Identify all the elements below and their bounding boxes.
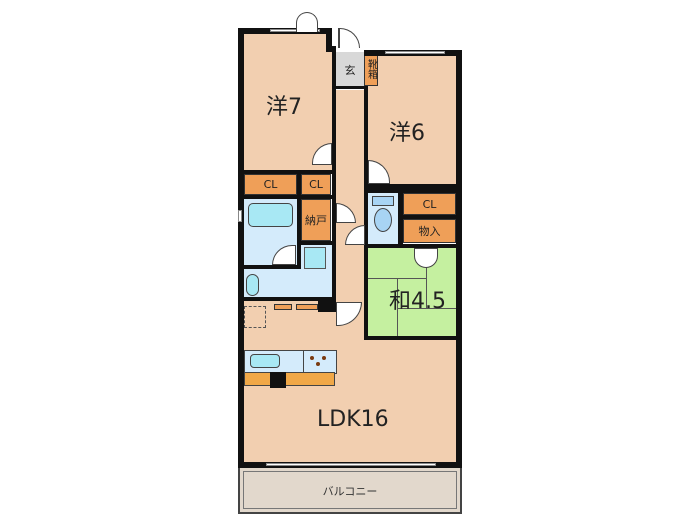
toilet-tank-icon — [372, 196, 394, 206]
wall — [318, 298, 336, 312]
closet-2-label: CL — [309, 178, 323, 191]
kitchen-cabinet — [244, 372, 335, 386]
wall — [364, 86, 368, 340]
wall — [368, 188, 462, 193]
sliding-door-icon — [414, 248, 438, 268]
wall — [238, 28, 244, 468]
western-room-6-label: 洋6 — [389, 121, 425, 146]
wall — [368, 244, 462, 248]
burner-icon — [316, 362, 320, 366]
wall — [326, 28, 332, 50]
wall — [403, 215, 456, 219]
closet-1[interactable]: CL — [244, 174, 297, 195]
kitchen-pillar — [270, 372, 286, 388]
sink-icon — [250, 354, 280, 368]
storeroom-label: 納戸 — [305, 214, 327, 227]
stove — [303, 350, 337, 374]
wall — [332, 46, 336, 306]
entrance-label: 玄 — [344, 64, 356, 77]
tatami-line — [397, 308, 456, 309]
wall — [244, 195, 332, 199]
storeroom[interactable]: 納戸 — [301, 199, 331, 241]
entrance: 玄 — [336, 52, 364, 88]
tatami-line — [397, 278, 398, 336]
western-room-7-label: 洋7 — [266, 95, 302, 120]
hallway-floor — [336, 90, 364, 310]
japanese-room-label: 和4.5 — [389, 289, 446, 314]
wall — [244, 265, 301, 269]
balcony-label: バルコニー — [322, 485, 378, 498]
wall — [398, 193, 403, 245]
window — [270, 29, 320, 32]
ldk-label: LDK16 — [317, 407, 389, 432]
closet-3[interactable]: CL — [403, 193, 456, 215]
wall — [326, 46, 336, 52]
wall — [368, 184, 462, 188]
western-room-6-floor — [368, 56, 456, 184]
storage-label: 物入 — [418, 225, 441, 238]
shoe-box-label: 靴箱 — [365, 59, 377, 79]
burner-icon — [310, 356, 314, 360]
closet-3-label: CL — [422, 197, 437, 211]
wall — [336, 86, 368, 89]
closet-2[interactable]: CL — [301, 174, 331, 195]
storage-cupboard[interactable]: 物入 — [403, 219, 456, 243]
wall — [301, 241, 332, 245]
door-icon — [296, 12, 318, 32]
window — [385, 51, 445, 54]
shelf-icon — [296, 304, 318, 310]
burner-icon — [322, 356, 326, 360]
washing-machine-icon — [304, 247, 326, 269]
door-icon — [338, 28, 360, 48]
bathtub-icon — [248, 203, 293, 227]
balcony: バルコニー — [238, 466, 462, 514]
western-room-7-floor — [244, 34, 332, 170]
window — [238, 210, 242, 222]
fridge-space-icon — [244, 306, 266, 328]
washbasin-icon — [246, 274, 259, 296]
window — [266, 463, 436, 466]
wall — [244, 170, 332, 174]
toilet-bowl-icon — [374, 208, 392, 232]
shelf-icon — [274, 304, 292, 310]
japanese-room-floor — [368, 248, 456, 336]
wall — [456, 50, 462, 468]
shoe-box: 靴箱 — [364, 52, 378, 86]
balcony-rail — [243, 471, 457, 509]
wall — [297, 174, 301, 269]
wall — [364, 336, 462, 340]
closet-1-label: CL — [263, 178, 278, 191]
wall — [244, 297, 336, 301]
tatami-line — [426, 248, 427, 308]
